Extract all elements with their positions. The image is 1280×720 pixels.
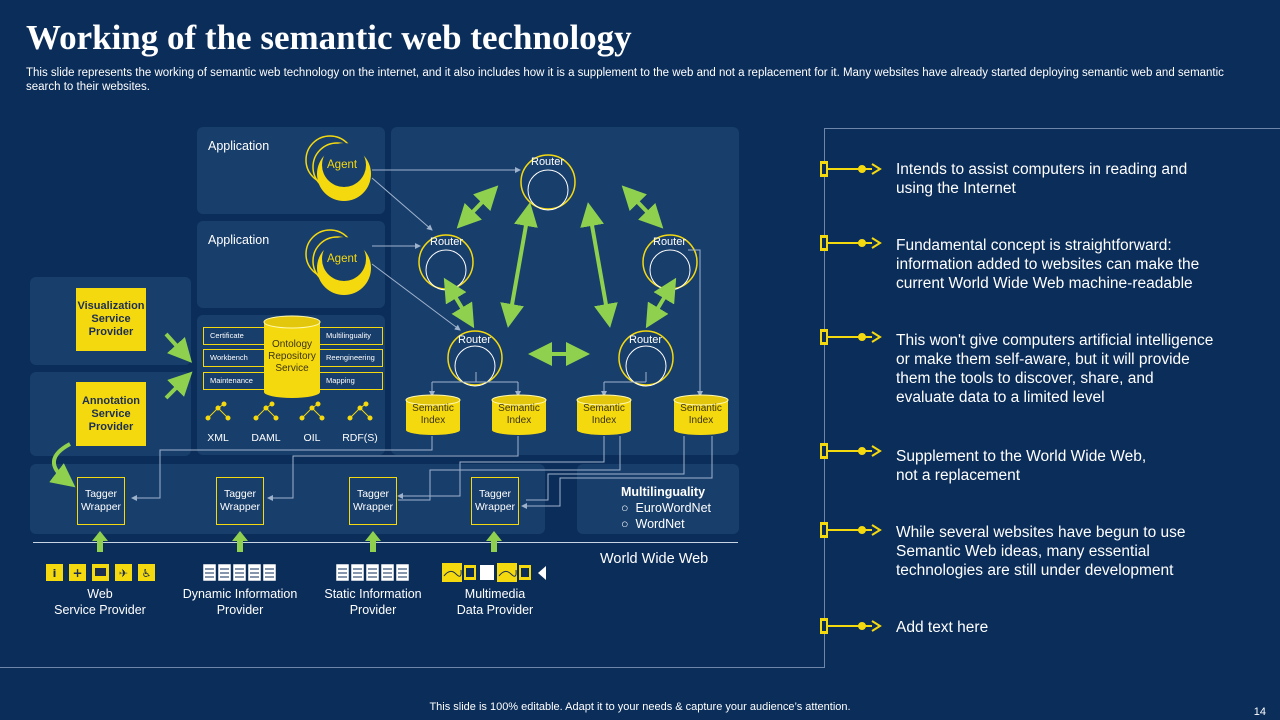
semantic-index-4: Semantic Index: [680, 403, 722, 426]
xml-network-icon: [205, 401, 231, 421]
agent-label-2: Agent: [327, 253, 358, 265]
page-number: 14: [1253, 706, 1266, 718]
web-service-icons: i + ✈ ♿: [46, 564, 155, 581]
router-label-right: Router: [653, 236, 687, 248]
multilinguality-item-1-text: EuroWordNet: [635, 501, 712, 515]
svg-text:♿: ♿: [142, 567, 152, 580]
bullet-5: While several websites have begun to use…: [896, 524, 1186, 579]
multilinguality-item-2-text: WordNet: [635, 517, 685, 531]
static-information-provider: Static Information Provider: [303, 586, 443, 618]
multilinguality-item-1: ○ EuroWordNet: [621, 501, 712, 515]
bullet-1: Intends to assist computers in reading a…: [896, 161, 1188, 197]
onto-certificate: Certificate: [203, 327, 265, 345]
router-label-bottom-left: Router: [458, 334, 492, 346]
rdfs-network-icon: [347, 401, 373, 421]
annotation-service-provider: Annotation Service Provider: [76, 382, 146, 446]
multimedia-l1: Multimedia: [464, 587, 526, 601]
router-label-top: Router: [531, 156, 565, 168]
svg-text:✈: ✈: [119, 567, 128, 580]
tagger-wrapper-2: Tagger Wrapper: [216, 477, 264, 525]
tagger-panel: [30, 464, 545, 534]
multilinguality-title: Multilinguality: [621, 485, 706, 499]
divider-line: [824, 128, 825, 668]
lang-daml: DAML: [251, 432, 281, 444]
www-line: [33, 542, 738, 543]
footer-note: This slide is 100% editable. Adapt it to…: [429, 701, 851, 713]
bullet-4: Supplement to the World Wide Web, not a …: [896, 448, 1147, 484]
world-wide-web-label: World Wide Web: [600, 551, 709, 567]
lang-xml: XML: [207, 432, 229, 444]
web-service-provider: Web Service Provider: [40, 586, 160, 618]
semantic-index-3: Semantic Index: [583, 403, 625, 426]
dynamic-information-provider: Dynamic Information Provider: [170, 586, 310, 618]
onto-workbench: Workbench: [203, 349, 265, 367]
tagger-wrapper-1: Tagger Wrapper: [77, 477, 125, 525]
ontology-repository-label: Ontology Repository Service: [268, 339, 316, 374]
oil-network-icon: [299, 401, 325, 421]
page-subtitle: This slide represents the working of sem…: [26, 67, 1224, 93]
onto-mapping: Mapping: [319, 372, 383, 390]
bullet-3: This won't give computers artificial int…: [896, 332, 1214, 406]
agent-label-1: Agent: [327, 159, 358, 171]
dynamic-info-l1: Dynamic Information: [182, 587, 298, 601]
bullet-connectors: [820, 161, 882, 634]
static-info-l2: Provider: [349, 603, 397, 617]
bullet-6: Add text here: [896, 619, 989, 636]
router-label-bottom-right: Router: [629, 334, 663, 346]
agent-1-icon: [305, 135, 371, 201]
agent-2-icon: [305, 229, 371, 295]
lang-rdfs: RDF(S): [342, 432, 378, 444]
onto-maintenance: Maintenance: [203, 372, 265, 390]
multimedia-l2: Data Provider: [456, 603, 534, 617]
page-title: Working of the semantic web technology: [26, 18, 632, 57]
semantic-index-1: Semantic Index: [412, 403, 454, 426]
dynamic-info-l2: Provider: [216, 603, 264, 617]
top-rule: [824, 128, 1280, 129]
bottom-rule: [0, 667, 825, 668]
onto-reengineering: Reengineering: [319, 349, 383, 367]
bullet-2: Fundamental concept is straightforward: …: [896, 237, 1200, 292]
application-label-1: Application: [208, 139, 270, 153]
semantic-index-2: Semantic Index: [498, 403, 540, 426]
lang-oil: OIL: [303, 432, 321, 444]
visualization-service-provider: Visualization Service Provider: [76, 288, 146, 351]
document-icons: [202, 563, 410, 582]
web-service-provider-l1: Web: [87, 587, 113, 601]
onto-multilinguality: Multilinguality: [319, 327, 383, 345]
router-label-left: Router: [430, 236, 464, 248]
tagger-wrapper-4: Tagger Wrapper: [471, 477, 519, 525]
svg-text:i: i: [53, 567, 57, 580]
multimedia-data-provider: Multimedia Data Provider: [430, 586, 560, 618]
ontology-cylinder-icon: [263, 315, 321, 398]
multilinguality-item-2: ○ WordNet: [621, 517, 685, 531]
multimedia-icons: [442, 563, 546, 582]
daml-network-icon: [253, 401, 279, 421]
application-label-2: Application: [208, 233, 270, 247]
svg-text:+: +: [72, 566, 82, 580]
web-service-provider-l2: Service Provider: [54, 603, 146, 617]
tagger-wrapper-3: Tagger Wrapper: [349, 477, 397, 525]
static-info-l1: Static Information: [324, 587, 422, 601]
